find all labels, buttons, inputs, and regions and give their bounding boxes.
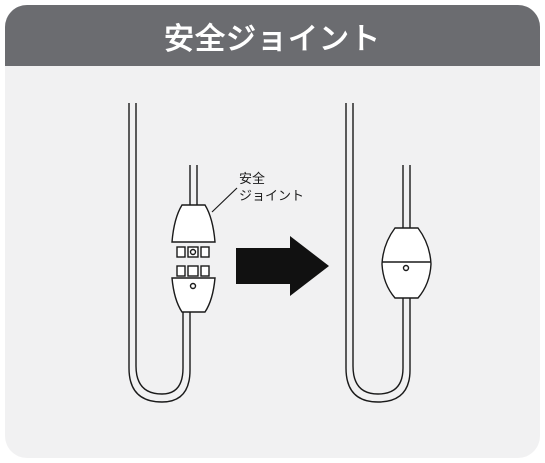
right-lanyard	[345, 103, 411, 403]
header-bar: 安全ジョイント	[5, 5, 540, 66]
callout-leader-line	[211, 187, 238, 213]
right-arrow-icon	[236, 236, 329, 296]
page-title: 安全ジョイント	[164, 21, 381, 57]
card: 安全ジョイント	[5, 5, 540, 458]
upper-connector-half	[171, 204, 216, 258]
joined-connector	[381, 227, 432, 299]
callout-label-line1: 安全	[239, 172, 266, 187]
left-lanyard	[128, 103, 198, 403]
lower-connector-half	[171, 265, 216, 313]
callout-label-line2: ジョイント	[239, 189, 305, 204]
